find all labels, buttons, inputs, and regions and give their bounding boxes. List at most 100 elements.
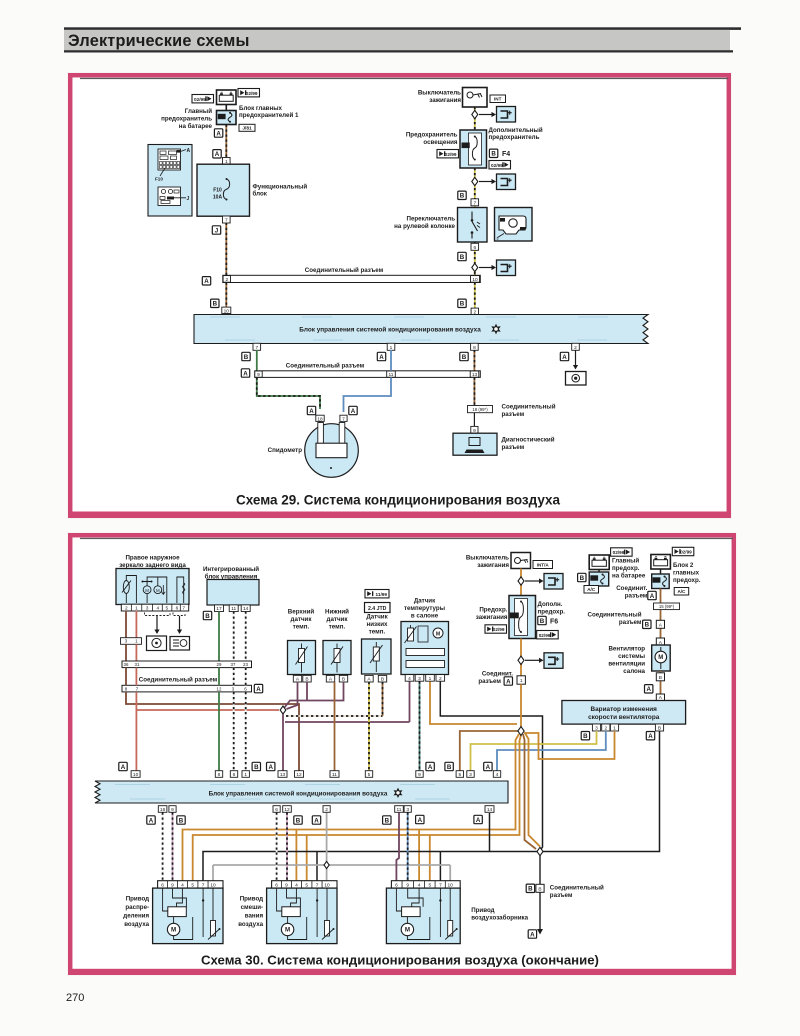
svg-text:B: B	[460, 301, 465, 308]
svg-text:2: 2	[574, 345, 577, 351]
svg-text:смеши-: смеши-	[241, 904, 263, 911]
svg-text:2: 2	[439, 676, 442, 682]
svg-text:11: 11	[397, 807, 402, 813]
svg-text:B: B	[254, 764, 259, 771]
svg-text:15 (99*): 15 (99*)	[659, 604, 675, 609]
svg-text:Схема 30. Система кондициониро: Схема 30. Система кондиционирования возд…	[201, 953, 599, 968]
svg-text:10: 10	[472, 277, 478, 283]
svg-text:10A: 10A	[462, 144, 469, 148]
svg-text:4: 4	[156, 605, 159, 611]
svg-text:Блок управления системой конд: Блок управления системой кондиционирован…	[299, 326, 481, 334]
svg-text:6: 6	[275, 807, 278, 813]
svg-text:02/99: 02/99	[539, 633, 551, 638]
svg-text:B: B	[305, 677, 308, 683]
svg-text:темп.: темп.	[293, 624, 310, 631]
svg-text:02/99: 02/99	[613, 550, 625, 555]
svg-text:разъем: разъем	[625, 593, 648, 600]
svg-text:в салоне: в салоне	[411, 613, 439, 620]
svg-text:B: B	[205, 613, 210, 620]
svg-text:A: A	[506, 678, 511, 685]
svg-text:M: M	[405, 927, 410, 934]
svg-text:Главный: Главный	[612, 558, 639, 565]
svg-text:9: 9	[473, 428, 476, 434]
svg-text:270: 270	[66, 992, 84, 1004]
svg-text:M: M	[658, 655, 663, 661]
svg-text:3: 3	[406, 807, 409, 813]
svg-text:11/99: 11/99	[376, 592, 388, 597]
svg-text:Соединит.: Соединит.	[482, 670, 513, 677]
svg-text:Датчик: Датчик	[366, 614, 388, 621]
svg-text:1: 1	[244, 772, 247, 778]
svg-text:B: B	[460, 193, 465, 200]
svg-text:7: 7	[342, 416, 345, 422]
svg-text:12: 12	[217, 687, 222, 692]
svg-text:1: 1	[225, 159, 228, 165]
svg-text:A: A	[296, 677, 300, 683]
svg-text:7: 7	[182, 605, 185, 611]
svg-text:02/99: 02/99	[680, 550, 692, 555]
svg-text:3: 3	[595, 726, 598, 732]
svg-text:4: 4	[295, 882, 298, 888]
svg-text:темперутуры: темперутуры	[404, 605, 445, 612]
svg-text:Выключатель: Выключатель	[418, 90, 461, 97]
svg-text:B: B	[528, 886, 533, 893]
svg-text:A: A	[121, 764, 126, 771]
svg-text:Нижний: Нижний	[325, 609, 349, 616]
svg-text:A: A	[650, 593, 655, 600]
svg-text:разъем: разъем	[550, 892, 573, 899]
svg-text:18: 18	[317, 416, 323, 422]
svg-text:B: B	[381, 677, 384, 683]
svg-text:B: B	[659, 675, 662, 681]
svg-text:деления: деления	[123, 913, 149, 920]
svg-text:4: 4	[496, 772, 499, 778]
svg-text:5: 5	[165, 605, 168, 611]
svg-text:Вентилятор: Вентилятор	[608, 646, 645, 653]
svg-text:B: B	[540, 618, 545, 625]
svg-text:B: B	[460, 254, 465, 261]
svg-text:Схема 29. Система кондициониро: Схема 29. Система кондиционирования возд…	[236, 493, 561, 508]
svg-text:8: 8	[473, 345, 476, 351]
svg-text:02/99: 02/99	[445, 152, 457, 157]
svg-text:Функциональный: Функциональный	[253, 183, 308, 190]
svg-text:10: 10	[324, 882, 330, 888]
svg-text:6: 6	[473, 245, 476, 251]
svg-text:A: A	[659, 695, 663, 701]
svg-text:темп.: темп.	[329, 624, 346, 631]
svg-text:B: B	[658, 726, 661, 732]
svg-text:12: 12	[284, 807, 290, 813]
svg-text:Предохранитель: Предохранитель	[406, 132, 458, 139]
svg-text:на батарее: на батарее	[612, 573, 646, 580]
svg-text:Переключатель: Переключатель	[407, 216, 456, 223]
svg-text:02/99: 02/99	[194, 97, 206, 102]
svg-text:A: A	[215, 151, 220, 158]
svg-text:воздуха: воздуха	[238, 921, 263, 928]
svg-text:J/81: J/81	[242, 126, 252, 132]
svg-text:2: 2	[125, 605, 128, 611]
svg-text:10A: 10A	[213, 195, 223, 201]
svg-text:вания: вания	[245, 913, 264, 920]
svg-text:6: 6	[395, 882, 398, 888]
svg-text:Главный: Главный	[185, 108, 212, 115]
svg-text:2.4 JTD: 2.4 JTD	[368, 606, 387, 612]
svg-text:блок: блок	[253, 191, 268, 198]
svg-text:02/99: 02/99	[491, 163, 503, 168]
svg-text:датчик: датчик	[291, 616, 313, 623]
svg-text:освещения: освещения	[423, 139, 458, 146]
svg-text:1: 1	[520, 678, 523, 684]
svg-text:Соединительный: Соединительный	[588, 612, 642, 619]
svg-text:B: B	[462, 354, 467, 361]
svg-text:8: 8	[218, 772, 221, 778]
svg-text:предохранитель: предохранитель	[161, 115, 212, 122]
svg-text:A: A	[329, 677, 333, 683]
svg-text:1: 1	[429, 676, 432, 682]
svg-text:7: 7	[136, 687, 139, 692]
svg-text:A: A	[268, 764, 273, 771]
svg-text:A: A	[659, 622, 663, 628]
svg-text:зажигания: зажигания	[477, 562, 509, 569]
svg-text:60A: 60A	[219, 115, 226, 119]
svg-text:главных: главных	[673, 570, 700, 577]
svg-text:02/99: 02/99	[493, 627, 505, 632]
svg-text:B: B	[342, 677, 345, 683]
svg-text:10: 10	[210, 882, 216, 888]
svg-text:5: 5	[458, 772, 461, 778]
